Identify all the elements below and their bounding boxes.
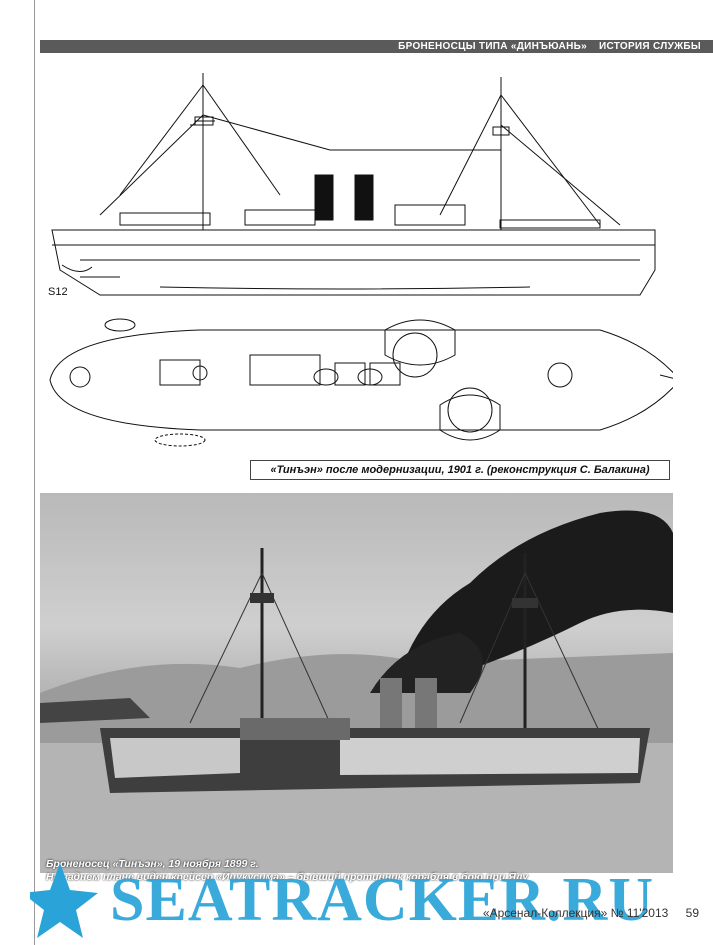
scale-label: S12 <box>48 286 68 298</box>
section-title: БРОНЕНОСЦЫ ТИПА «ДИНЪЮАНЬ» <box>398 41 587 52</box>
ship-photo-svg <box>40 510 673 873</box>
photo-caption-line-1: Броненосец «Тинъэн», 19 ноября 1899 г. <box>46 858 259 870</box>
photo-caption: Броненосец «Тинъэн», 19 ноября 1899 г. Н… <box>46 858 666 884</box>
ship-drawing: S12 <box>40 55 673 483</box>
photo-caption-line-2: На заднем плане виден крейсер «Ицукусима… <box>46 871 529 883</box>
section-header: БРОНЕНОСЦЫ ТИПА «ДИНЪЮАНЬ» ИСТОРИЯ СЛУЖБЫ <box>40 40 713 53</box>
journal-name: «Арсенал-Коллекция» № 11'2013 <box>482 906 669 920</box>
gutter-line <box>34 0 35 945</box>
ship-photo <box>40 493 673 873</box>
section-subtitle: ИСТОРИЯ СЛУЖБЫ <box>598 41 701 52</box>
page-number: 59 <box>685 906 699 920</box>
page-footer: «Арсенал-Коллекция» № 11'2013 59 <box>483 906 699 920</box>
ship-drawing-svg: S12 <box>48 73 673 447</box>
drawing-caption: «Тинъэн» после модернизации, 1901 г. (ре… <box>250 460 670 480</box>
